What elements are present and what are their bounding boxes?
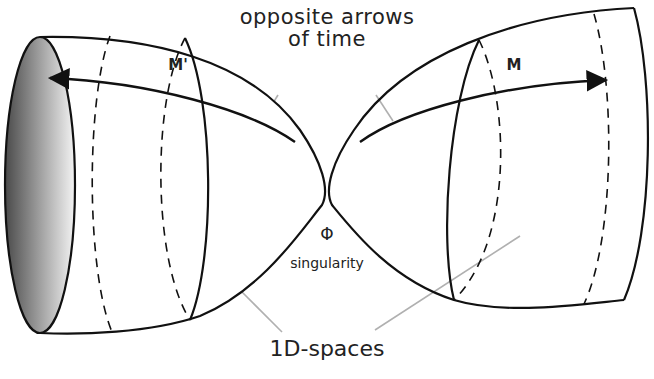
- callout-note: singularity: [290, 256, 364, 271]
- callout-note: opposite arrows of time: [232, 6, 422, 50]
- left-funnel: [5, 36, 325, 334]
- callout-note: 1D-spaces: [270, 337, 385, 360]
- point-label: M': [168, 58, 188, 74]
- symbol-label: Φ: [320, 226, 333, 244]
- point-label: M: [507, 58, 522, 74]
- right-funnel: [329, 8, 648, 308]
